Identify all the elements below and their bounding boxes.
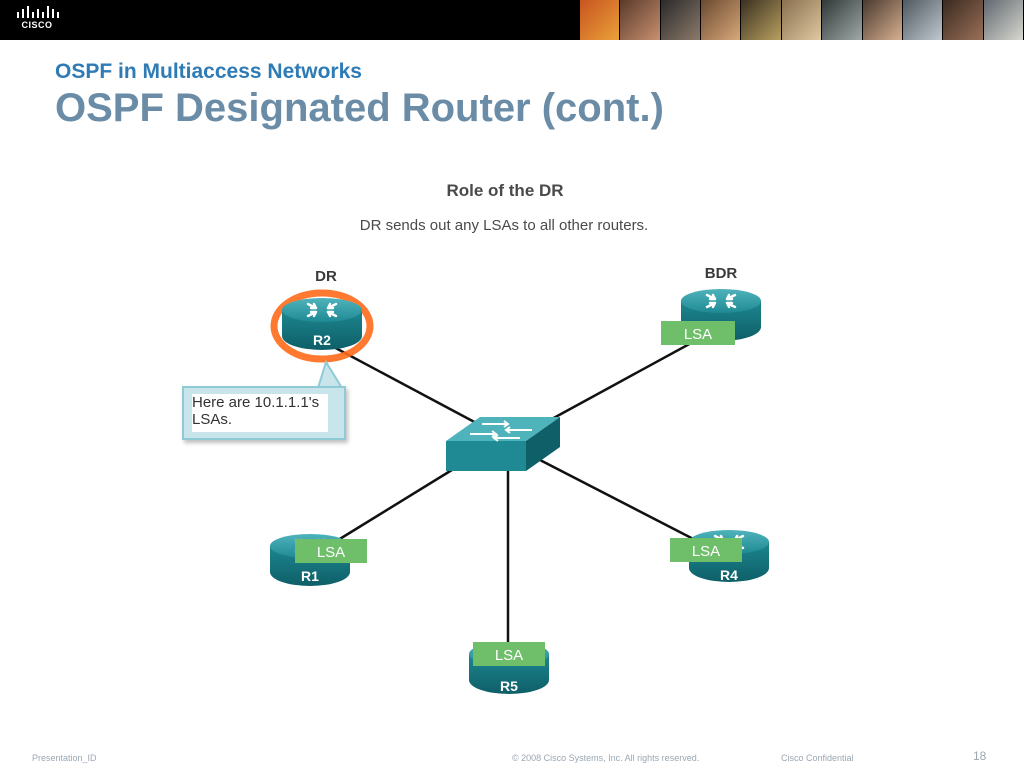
lsa-box-r1 bbox=[295, 539, 367, 563]
photo-image bbox=[862, 0, 902, 40]
link-r4 bbox=[539, 458, 706, 547]
photo-image bbox=[660, 0, 701, 40]
switch-device bbox=[446, 417, 560, 471]
slide-title: OSPF Designated Router (cont.) bbox=[55, 86, 664, 130]
lsa-text-bdr: LSA bbox=[684, 326, 712, 343]
lsa-box-r5 bbox=[473, 642, 545, 666]
lsa-box-r4 bbox=[670, 538, 742, 562]
bdr-label: BDR bbox=[705, 265, 738, 282]
slide-subtitle: OSPF in Multiaccess Networks bbox=[55, 60, 362, 83]
router-bdr: LSA bbox=[661, 287, 763, 345]
lsa-text-r4: LSA bbox=[692, 543, 720, 560]
callout-pointer bbox=[316, 359, 344, 389]
lsa-box-bdr bbox=[661, 321, 735, 345]
router-r4: LSA R4 bbox=[670, 528, 771, 584]
diagram-heading: Role of the DR bbox=[446, 181, 563, 200]
photo-strip bbox=[580, 0, 1024, 40]
lsa-text-r5: LSA bbox=[495, 647, 523, 664]
dr-label: DR bbox=[315, 268, 337, 285]
cisco-bars-icon bbox=[17, 6, 59, 18]
diagram-description: DR sends out any LSAs to all other route… bbox=[360, 217, 648, 234]
lsa-callout: Here are 10.1.1.1's LSAs. bbox=[182, 386, 346, 440]
footer-confidential: Cisco Confidential bbox=[781, 753, 854, 763]
photo-image bbox=[620, 0, 660, 40]
callout-line-1: Here are 10.1.1.1's bbox=[192, 394, 320, 411]
photo-image bbox=[943, 0, 983, 40]
callout-line-2: LSAs. bbox=[192, 411, 233, 428]
lsa-text-r1: LSA bbox=[317, 544, 345, 561]
link-r2 bbox=[329, 343, 481, 427]
connection-lines bbox=[329, 328, 716, 650]
photo-image bbox=[822, 0, 862, 40]
photo-image bbox=[701, 0, 741, 40]
router-r2: R2 bbox=[270, 289, 374, 363]
footer-copyright: © 2008 Cisco Systems, Inc. All rights re… bbox=[512, 753, 700, 763]
router-r1-label: R1 bbox=[301, 568, 319, 584]
footer-page-number: 18 bbox=[973, 749, 987, 763]
cisco-logo: CISCO bbox=[12, 6, 62, 34]
top-banner: CISCO bbox=[0, 0, 1024, 40]
link-r1 bbox=[329, 463, 461, 547]
photo-image bbox=[902, 0, 943, 40]
router-r4-label: R4 bbox=[720, 567, 738, 583]
router-r5-label: R5 bbox=[500, 678, 518, 694]
router-r1: LSA R1 bbox=[268, 532, 367, 588]
photo-image bbox=[741, 0, 781, 40]
photo-image bbox=[781, 0, 822, 40]
router-r5: LSA R5 bbox=[467, 640, 551, 696]
router-r2-label: R2 bbox=[313, 332, 331, 348]
photo-image bbox=[580, 0, 620, 40]
cisco-logo-text: CISCO bbox=[21, 20, 53, 30]
photo-image bbox=[983, 0, 1023, 40]
footer-presentation-id: Presentation_ID bbox=[32, 753, 97, 763]
callout-text: Here are 10.1.1.1's LSAs. bbox=[192, 394, 328, 432]
